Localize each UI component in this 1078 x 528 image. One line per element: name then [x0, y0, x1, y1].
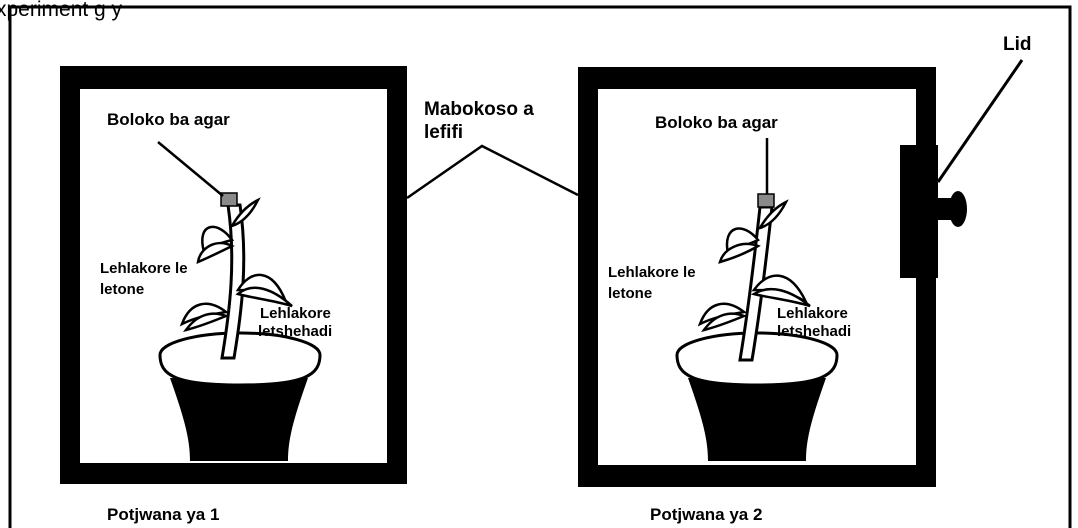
left-side-label-2-line1: Lehlakore le [608, 264, 696, 281]
lid-pointer [936, 59, 1024, 183]
right-side-label-1-line1: Lehlakore [260, 305, 331, 322]
pot-1 [158, 331, 322, 461]
agar-label-1: Boloko ba agar [107, 110, 230, 129]
left-side-label-1-line1: Lehlakore le [100, 260, 188, 277]
plant-2 [675, 138, 839, 461]
outer-frame [8, 5, 1072, 528]
top-partial-text: xperiment g y [0, 0, 123, 21]
agar-label-2: Boloko ba agar [655, 113, 778, 132]
right-side-label-2-line1: Lehlakore [777, 305, 848, 322]
pot-caption-2: Potjwana ya 2 [650, 505, 762, 524]
boxes-label-line2: lefifi [424, 122, 463, 143]
agar-block-1 [220, 192, 238, 207]
lid [900, 145, 967, 278]
right-side-label-2-line2: letshehadi [777, 323, 851, 340]
leaves-2 [697, 199, 811, 333]
leaves-1 [179, 197, 293, 333]
boxes-pointer [406, 144, 579, 200]
stem-1 [220, 203, 246, 360]
left-side-label-1-line2: letone [100, 281, 144, 298]
agar-pointer-1 [157, 141, 224, 197]
left-side-label-2-line2: letone [608, 285, 652, 302]
boxes-label-line1: Mabokoso a [424, 99, 534, 120]
lid-label: Lid [1003, 34, 1032, 55]
plant-1 [157, 141, 322, 461]
pot-caption-1: Potjwana ya 1 [107, 505, 219, 524]
agar-block-2 [757, 193, 775, 208]
right-side-label-1-line2: letshehadi [258, 323, 332, 340]
